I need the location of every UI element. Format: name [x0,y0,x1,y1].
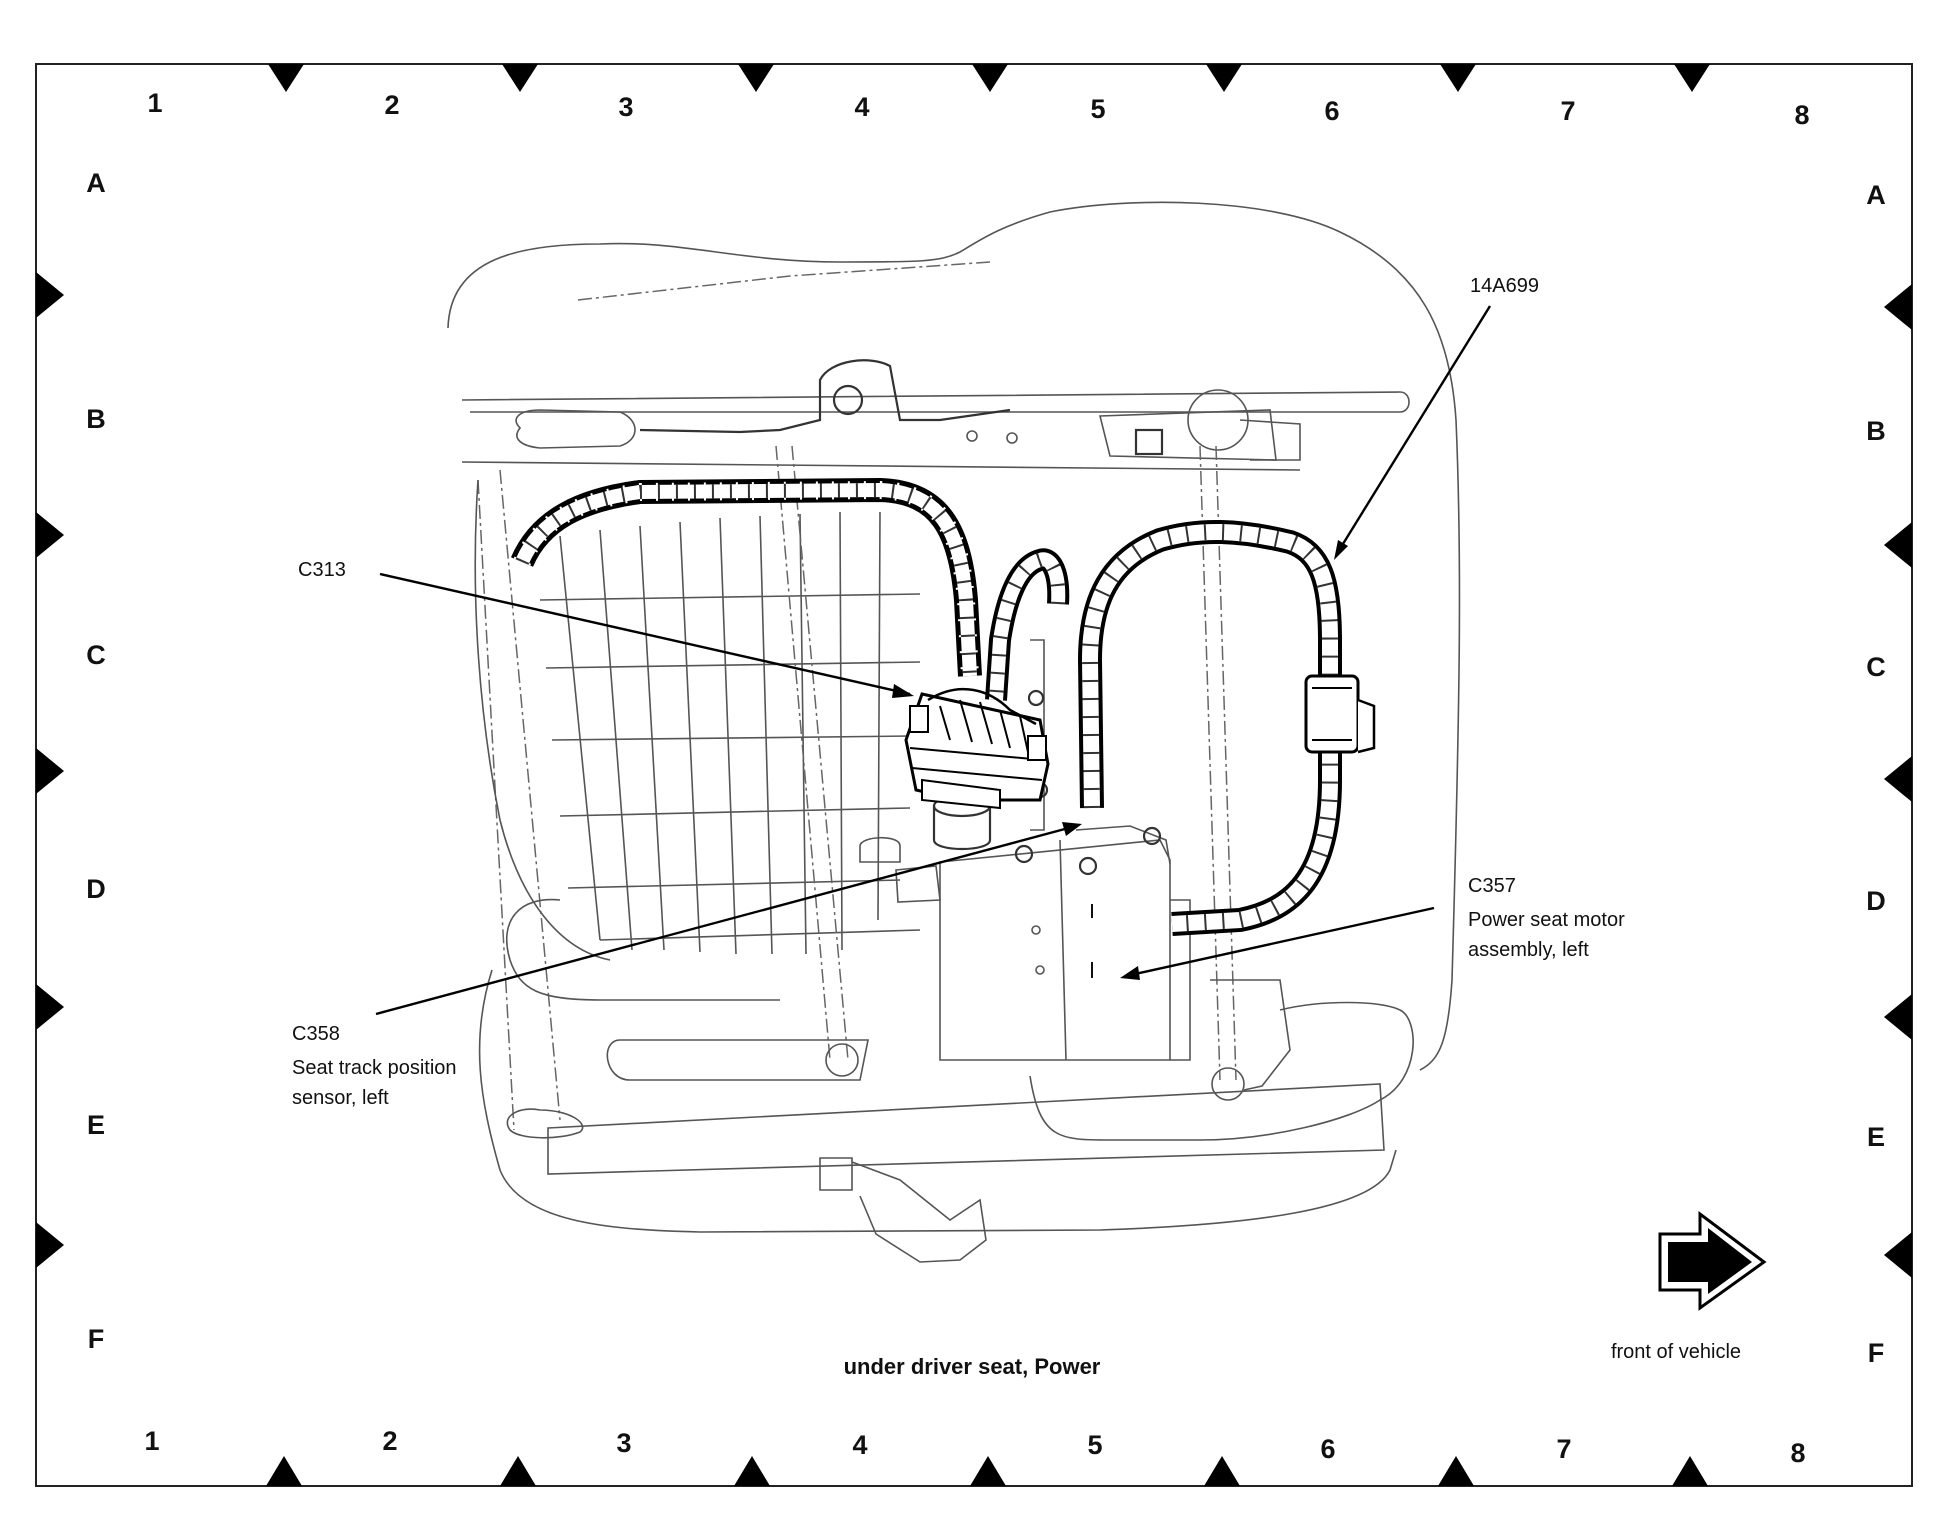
leader-14a699 [1336,305,1492,553]
grid-row-f-right: F [1868,1338,1885,1368]
spring-grid [539,511,921,955]
leader-c358 [375,824,1077,1016]
grid-col-1: 1 [147,88,162,118]
seat-base-frame [505,898,1414,1141]
c313-connector [904,687,1050,810]
label-c357-desc-2: assembly, left [1468,939,1589,961]
grid-col-2-bottom: 2 [382,1426,397,1456]
grid-col-8: 8 [1794,100,1809,130]
grid-row-a: A [86,168,106,198]
grid-row-d: D [86,874,106,904]
grid-col-3-bottom: 3 [616,1428,631,1458]
label-c357-desc-1: Power seat motor [1468,909,1625,931]
grid-rows-left: A B C D E F [86,168,106,1354]
seat-illustration [447,201,1461,1263]
top-rail [461,391,1410,413]
grid-columns-bottom: 1 2 3 4 5 6 7 8 [144,1426,1805,1468]
label-c358: C358 [292,1023,340,1045]
grid-columns-top: 1 2 3 4 5 6 7 8 [147,88,1809,130]
front-of-vehicle-label: front of vehicle [1611,1341,1741,1363]
grid-row-b: B [86,404,106,434]
leader-c357 [1125,906,1435,978]
grid-col-4: 4 [854,92,869,122]
grid-row-e: E [87,1110,105,1140]
leader-lines [375,305,1492,1016]
grid-row-b-right: B [1866,416,1886,446]
wire-harness-right [1077,520,1342,936]
grid-col-7-bottom: 7 [1556,1434,1571,1464]
grid-row-e-right: E [1867,1122,1885,1152]
grid-row-d-right: D [1866,886,1886,916]
wire-harness-left [510,477,982,677]
grid-markers [36,64,1912,1486]
label-14a699: 14A699 [1470,275,1539,297]
grid-col-6: 6 [1324,96,1339,126]
label-c357: C357 [1468,875,1516,897]
grid-row-c-right: C [1866,652,1886,682]
top-rail-bolt [832,384,864,416]
grid-col-3: 3 [618,92,633,122]
grid-col-8-bottom: 8 [1790,1438,1805,1468]
grid-col-5-bottom: 5 [1087,1430,1102,1460]
label-c358-desc-1: Seat track position [292,1057,457,1079]
seat-cushion-outline [447,201,1461,1071]
grid-col-4-bottom: 4 [852,1430,867,1460]
label-c358-desc-2: sensor, left [292,1087,389,1109]
grid-row-a-right: A [1866,180,1886,210]
diagram-caption: under driver seat, Power [844,1354,1101,1379]
grid-col-1-bottom: 1 [144,1426,159,1456]
grid-col-7: 7 [1560,96,1575,126]
front-arrow-icon [1658,1211,1767,1311]
grid-col-2: 2 [384,90,399,120]
grid-col-6-bottom: 6 [1320,1434,1335,1464]
grid-rows-right: A B C D E F [1866,180,1886,1368]
leader-c313 [379,572,911,696]
inline-connector [1304,674,1376,754]
grid-row-c: C [86,640,106,670]
grid-row-f: F [88,1324,105,1354]
motor-housing [939,839,1171,1061]
grid-col-5: 5 [1090,94,1105,124]
label-c313: C313 [298,559,346,581]
front-lever [819,1157,987,1263]
